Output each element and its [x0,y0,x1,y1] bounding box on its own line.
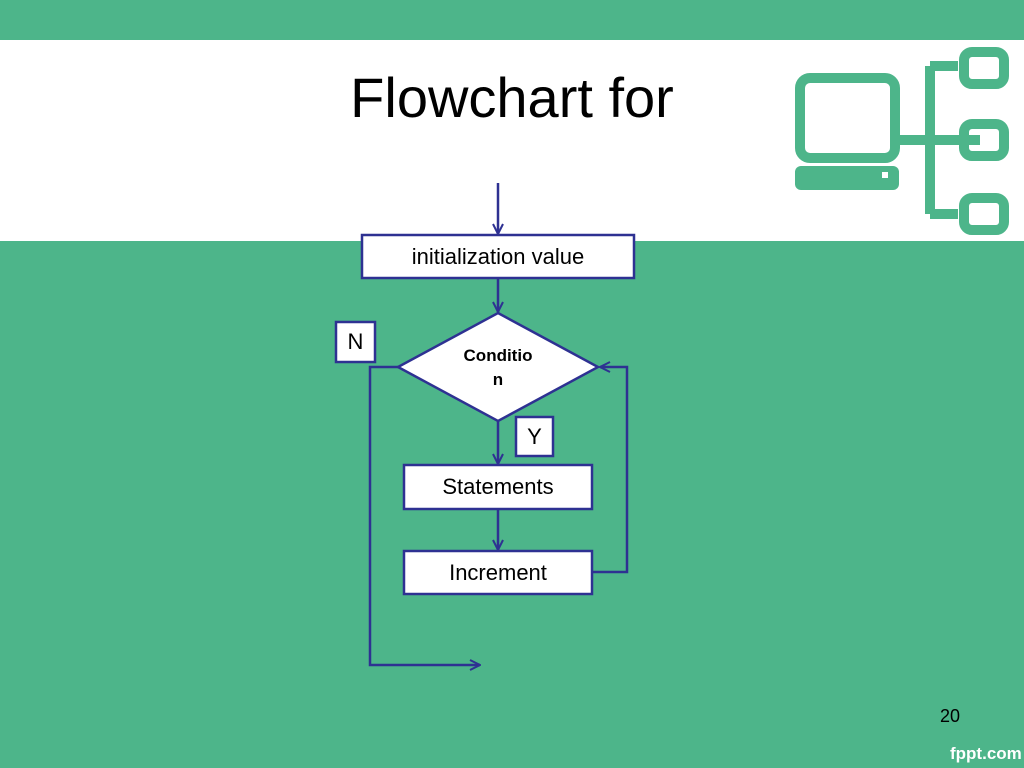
yes-label-box-shape [514,415,555,458]
slide-title: Flowchart for [350,66,674,129]
yes-branch-label: Y [527,423,542,449]
watermark: fppt.com [950,744,1022,763]
loop-back-arrow [592,367,629,574]
init-box-shape [360,233,636,280]
statements-box-shape [402,463,594,511]
increment-box-shape [402,549,594,596]
top-band [0,0,1024,40]
condition-node-label: Conditio n [463,346,533,389]
exit-arrow [368,365,480,665]
flowchart-network-icon [795,47,1009,235]
increment-node-label: Increment [449,559,547,585]
no-label-box-shape [334,320,377,364]
condition-diamond-shape [395,311,601,423]
init-node-label: initialization value [411,243,585,269]
page-number: 20 [939,706,961,726]
statements-node-label: Statements [442,474,554,499]
no-branch-label: N [347,329,364,354]
